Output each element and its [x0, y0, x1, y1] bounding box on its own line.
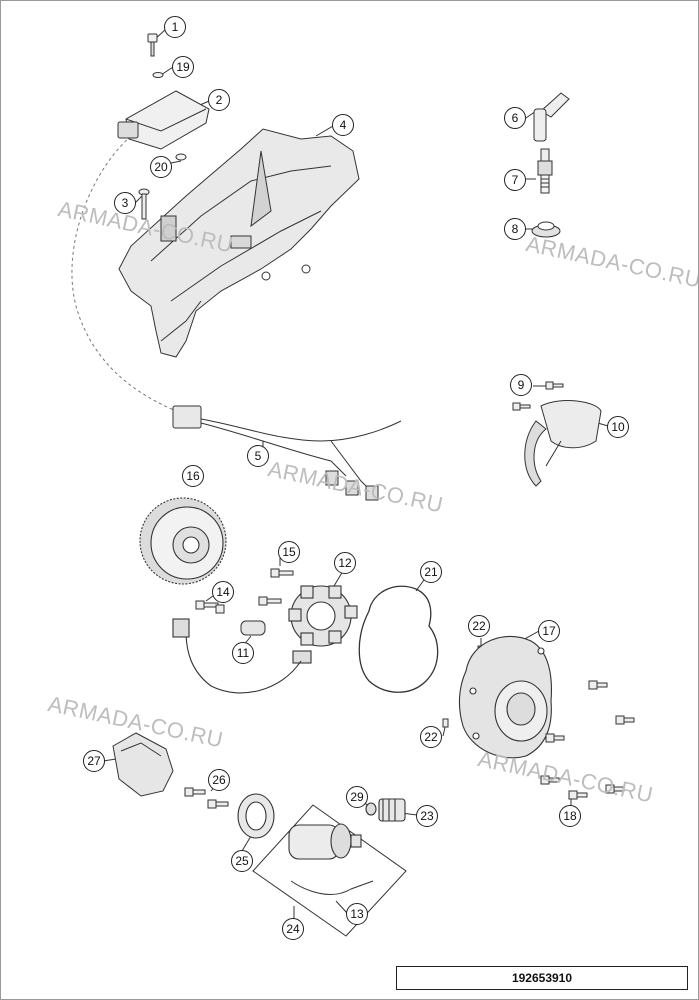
- callout-6: 6: [504, 107, 526, 129]
- callout-8: 8: [504, 218, 526, 240]
- callout-23: 23: [416, 805, 438, 827]
- callout-19: 19: [172, 56, 194, 78]
- callout-7: 7: [504, 169, 526, 191]
- callout-21: 21: [420, 561, 442, 583]
- callout-3: 3: [114, 192, 136, 214]
- callout-11: 11: [232, 642, 254, 664]
- callout-13: 13: [346, 903, 368, 925]
- callout-10: 10: [607, 416, 629, 438]
- callout-9: 9: [510, 374, 532, 396]
- callout-24: 24: [282, 918, 304, 940]
- callout-26: 26: [208, 769, 230, 791]
- callout-25: 25: [231, 850, 253, 872]
- callout-22-lower: 22: [420, 726, 442, 748]
- callout-4: 4: [332, 114, 354, 136]
- callout-27: 27: [83, 750, 105, 772]
- callout-17: 17: [538, 620, 560, 642]
- drawing-number: 192653910: [396, 966, 688, 990]
- callout-22: 22: [468, 615, 490, 637]
- callout-16: 16: [182, 465, 204, 487]
- callout-14: 14: [212, 581, 234, 603]
- callout-1: 1: [164, 16, 186, 38]
- callout-20: 20: [150, 156, 172, 178]
- callout-5: 5: [247, 445, 269, 467]
- callout-2: 2: [208, 89, 230, 111]
- callout-18: 18: [559, 805, 581, 827]
- callout-15: 15: [278, 541, 300, 563]
- callout-12: 12: [334, 552, 356, 574]
- callout-29: 29: [346, 786, 368, 808]
